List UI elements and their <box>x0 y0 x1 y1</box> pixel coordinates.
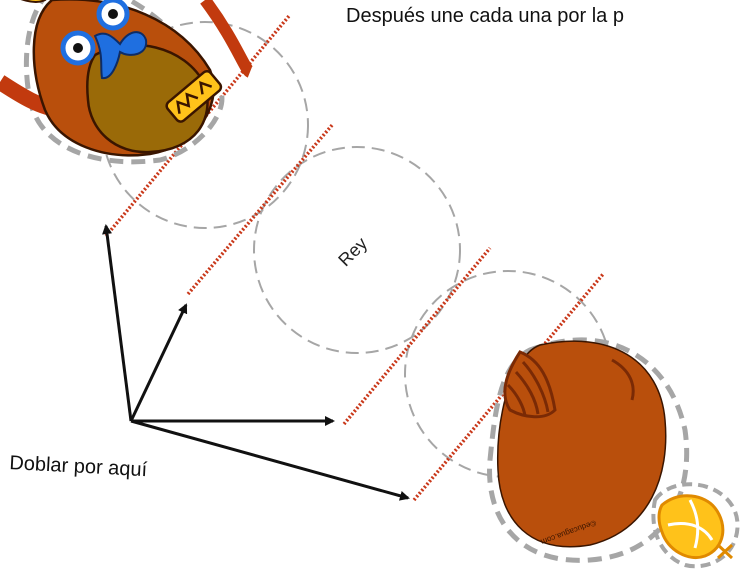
fold-line-3 <box>342 246 492 426</box>
fold-arrow-icon <box>130 419 410 501</box>
instruction-text: Después une cada una por la p <box>346 5 624 27</box>
lion-head-figure <box>0 0 254 165</box>
lion-tail-figure: ©educagua.com <box>487 337 740 569</box>
fold-arrow-icon <box>129 303 188 422</box>
fold-line-2 <box>186 122 335 296</box>
cut-circle-2 <box>253 146 461 354</box>
crown-icon <box>651 482 740 569</box>
fold-arrows <box>102 224 410 501</box>
crown-icon <box>165 70 223 123</box>
fold-arrow-icon <box>102 224 133 422</box>
circle-label: Rey <box>334 233 371 270</box>
